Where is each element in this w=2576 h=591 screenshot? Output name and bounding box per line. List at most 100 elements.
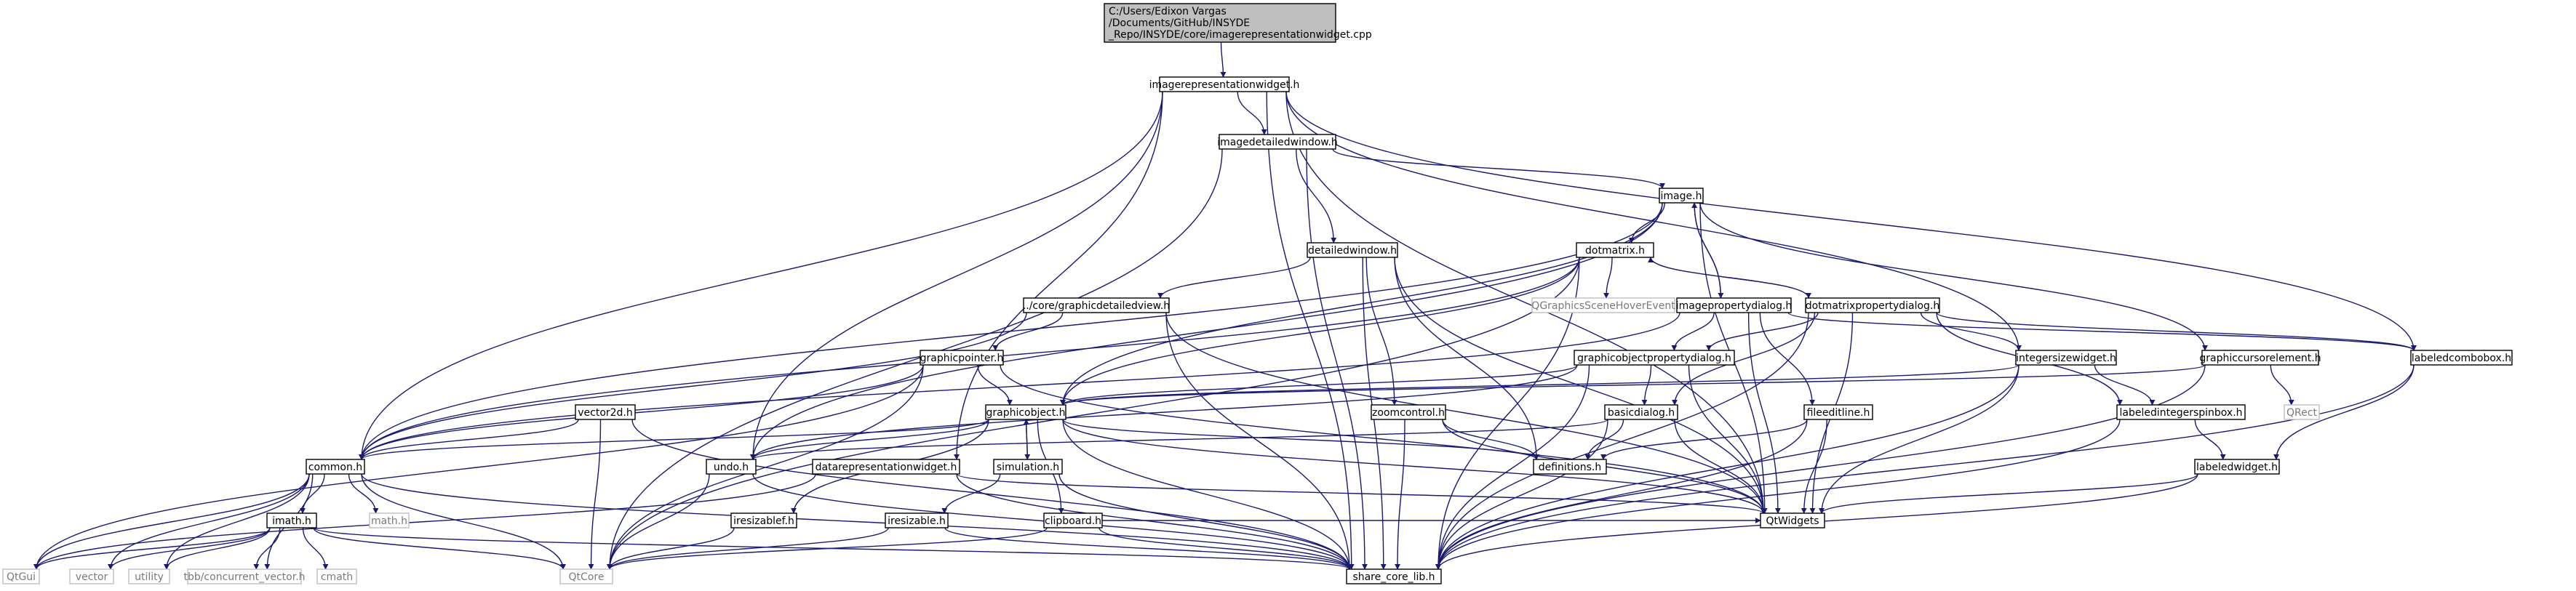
edge-imagedetailedwindow-to-qtcore: [607, 148, 1223, 570]
edge-root-to-imagerepresentationwidget: [1220, 41, 1227, 78]
node-clipboard[interactable]: clipboard.h: [1043, 512, 1103, 528]
node-qrect-box: [2284, 404, 2320, 420]
node-qrect: QRect: [2284, 404, 2320, 420]
edge-graphicobjectpropertydialog-to-undo: [750, 364, 1578, 460]
node-dotmatrix[interactable]: dotmatrix.h: [1576, 242, 1654, 258]
edge-imagepropertydialog-to-image: [1691, 202, 1722, 299]
node-labeledcombobox-box: [2410, 350, 2513, 366]
edge-fileeditline-to-sharecorelib: [1435, 419, 1808, 570]
node-tbbvector-box: [187, 568, 302, 584]
edge-vector2d-to-qtcore: [588, 419, 602, 570]
node-qtgui-label: QtGui: [7, 571, 36, 583]
node-graphicpointer[interactable]: graphicpointer.h: [920, 350, 1004, 366]
node-imagerepresentationwidget[interactable]: imagerepresentationwidget.h: [1149, 76, 1300, 92]
edge-vector2d-to-sharecorelib: [631, 419, 1352, 570]
node-integersizewidget-box: [2015, 350, 2117, 366]
node-graphiccursorelement[interactable]: graphiccursorelement.h: [2199, 350, 2321, 366]
edge-common-to-qtgui: [33, 473, 310, 570]
edge-labeledcombobox-to-sharecorelib: [1435, 364, 2414, 570]
edge-imagedetailedwindow-to-detailedwindow: [1296, 148, 1337, 244]
node-imath[interactable]: imath.h: [266, 512, 317, 528]
node-vector2d[interactable]: vector2d.h: [575, 404, 636, 420]
edge-imath-to-qtcore: [313, 527, 566, 570]
node-vector2d-label: vector2d.h: [578, 407, 633, 419]
edge-imagerepresentationwidget-to-imagedetailedwindow: [1237, 91, 1267, 135]
edge-imagerepresentationwidget-to-datarepresentationwidget: [954, 91, 1163, 460]
node-qgraphicsscenehoverevent-label: QGraphicsSceneHoverEvent: [1531, 300, 1675, 312]
node-imagedetailedwindow-box: [1219, 134, 1336, 150]
edge-undo-to-qtcore: [607, 473, 710, 570]
edge-iresizable-to-sharecorelib: [944, 527, 1352, 570]
edge-detailedwindow-to-definitions: [1394, 257, 1539, 460]
edge-fileeditline-to-qtwidgets: [1801, 419, 1827, 514]
node-graphicdetailedview-box: [1023, 297, 1170, 313]
node-simulation-box: [993, 459, 1063, 475]
edge-datarepresentationwidget-to-qtgui: [33, 473, 816, 570]
node-labeledintegerspinbox[interactable]: labeledintegerspinbox.h: [2116, 404, 2246, 420]
node-graphicobjectpropertydialog-box: [1574, 350, 1735, 366]
node-graphicobjectpropertydialog-label: graphicobjectpropertydialog.h: [1577, 353, 1731, 364]
edge-simulation-to-sharecorelib: [1058, 473, 1352, 570]
node-graphicdetailedview-label: ../core/graphicdetailedview.h: [1023, 300, 1170, 312]
node-graphicdetailedview[interactable]: ../core/graphicdetailedview.h: [1023, 297, 1170, 313]
edge-imath-to-qtgui: [33, 527, 271, 570]
node-definitions[interactable]: definitions.h: [1533, 459, 1607, 475]
edge-detailedwindow-to-qtwidgets: [1394, 257, 1766, 514]
node-datarepresentationwidget-box: [812, 459, 960, 475]
node-imagepropertydialog[interactable]: imagepropertydialog.h: [1676, 297, 1793, 313]
node-dotmatrixpropertydialog[interactable]: dotmatrixpropertydialog.h: [1805, 297, 1940, 313]
edge-integersizewidget-to-labeledintegerspinbox: [2094, 364, 2156, 406]
node-basicdialog-box: [1604, 404, 1678, 420]
node-root-box: [1104, 3, 1336, 43]
node-graphiccursorelement-label: graphiccursorelement.h: [2199, 353, 2321, 364]
edge-vector2d-to-common: [359, 419, 579, 460]
node-labeledwidget-label: labeledwidget.h: [2196, 462, 2278, 473]
edge-fileeditline-to-definitions: [1600, 419, 1808, 460]
node-labeledwidget[interactable]: labeledwidget.h: [2194, 459, 2280, 475]
node-fileeditline[interactable]: fileeditline.h: [1803, 404, 1873, 420]
edge-graphicpointer-to-qtgui: [33, 364, 924, 570]
node-sharecorelib-label: share_core_lib.h: [1352, 571, 1435, 583]
node-undo-label: undo.h: [714, 462, 749, 473]
node-qtwidgets[interactable]: QtWidgets: [1760, 512, 1825, 528]
node-iresizable[interactable]: iresizable.h: [885, 512, 949, 528]
node-graphicobject[interactable]: graphicobject.h: [985, 404, 1066, 420]
node-root[interactable]: C:/Users/Edixon Vargas/Documents/GitHub/…: [1104, 3, 1372, 43]
edge-image-to-graphiccursorelement: [1699, 202, 2208, 351]
node-iresizablef[interactable]: iresizablef.h: [730, 512, 797, 528]
edge-image-to-dotmatrix: [1628, 202, 1665, 244]
node-undo[interactable]: undo.h: [706, 459, 757, 475]
node-basicdialog[interactable]: basicdialog.h: [1604, 404, 1678, 420]
edge-graphicdetailedview-to-qtwidgets: [1165, 312, 1766, 514]
node-zoomcontrol[interactable]: zoomcontrol.h: [1371, 404, 1446, 420]
node-sharecorelib[interactable]: share_core_lib.h: [1346, 568, 1442, 584]
edge-detailedwindow-to-graphicdetailedview: [1157, 257, 1311, 299]
node-iresizablef-label: iresizablef.h: [733, 515, 794, 527]
edge-dotmatrixpropertydialog-to-graphicobjectpropertydialog: [1706, 312, 1819, 351]
node-common[interactable]: common.h: [306, 459, 365, 475]
node-image-box: [1659, 188, 1704, 204]
node-image[interactable]: image.h: [1659, 188, 1704, 204]
node-detailedwindow[interactable]: detailedwindow.h: [1307, 242, 1398, 258]
node-graphicpointer-box: [920, 350, 1004, 366]
node-simulation[interactable]: simulation.h: [993, 459, 1063, 475]
node-fileeditline-label: fileeditline.h: [1807, 407, 1870, 419]
edge-imagerepresentationwidget-to-sharecorelib: [1266, 91, 1355, 570]
node-cmath-box: [316, 568, 357, 584]
edge-clipboard-to-qtcore: [607, 527, 1048, 570]
edge-basicdialog-to-undo: [750, 419, 1608, 460]
node-integersizewidget[interactable]: integersizewidget.h: [2015, 350, 2117, 366]
edge-imagepropertydialog-to-fileeditline: [1759, 312, 1816, 406]
node-imath-box: [266, 512, 317, 528]
edge-graphicpointer-to-qtwidgets: [1000, 364, 1766, 514]
edge-dotmatrix-to-graphicobject: [1060, 257, 1580, 406]
node-imagedetailedwindow[interactable]: imagedetailedwindow.h: [1217, 134, 1338, 150]
node-utility-box: [128, 568, 170, 584]
node-labeledcombobox[interactable]: labeledcombobox.h: [2410, 350, 2513, 366]
node-qgraphicsscenehoverevent: QGraphicsSceneHoverEvent: [1531, 297, 1675, 313]
edge-graphiccursorelement-to-graphicobject: [1060, 364, 2206, 406]
node-datarepresentationwidget[interactable]: datarepresentationwidget.h: [812, 459, 960, 475]
node-graphicobjectpropertydialog[interactable]: graphicobjectpropertydialog.h: [1574, 350, 1735, 366]
edge-common-to-utility: [164, 473, 310, 570]
edge-imath-to-cmath: [302, 527, 329, 570]
